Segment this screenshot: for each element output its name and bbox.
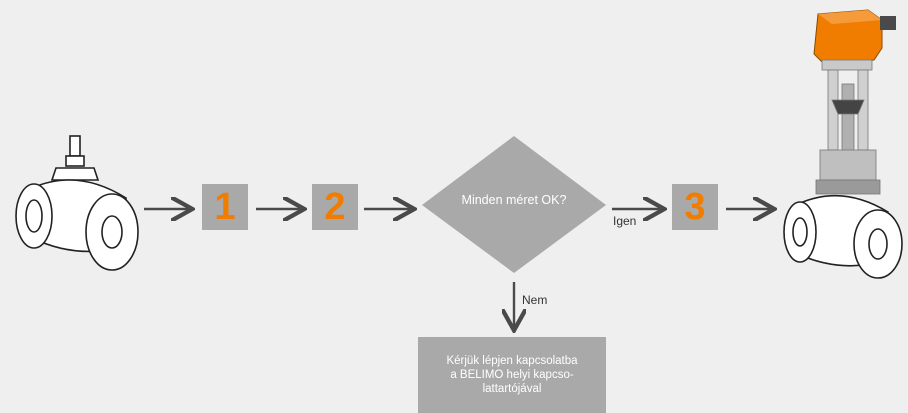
step-1-box: 1 <box>202 184 248 230</box>
decision-diamond <box>422 136 606 273</box>
step-2-box: 2 <box>312 184 358 230</box>
contact-box: Kérjük lépjen kapcsolatba a BELIMO helyi… <box>418 337 606 413</box>
valve-icon <box>15 135 139 271</box>
decision-question: Minden méret OK? <box>461 193 567 207</box>
no-label: Nem <box>522 293 548 307</box>
valve-with-actuator-icon <box>783 9 903 279</box>
contact-line-1: Kérjük lépjen kapcsolatba <box>446 355 578 367</box>
yes-label: Igen <box>613 214 637 228</box>
contact-line-3: lattartójával <box>482 383 542 395</box>
contact-line-2: a BELIMO helyi kapcso- <box>450 369 574 381</box>
step-2-number: 2 <box>324 185 346 228</box>
step-1-number: 1 <box>214 185 236 228</box>
step-3-box: 3 <box>672 184 718 230</box>
step-3-number: 3 <box>684 185 706 228</box>
